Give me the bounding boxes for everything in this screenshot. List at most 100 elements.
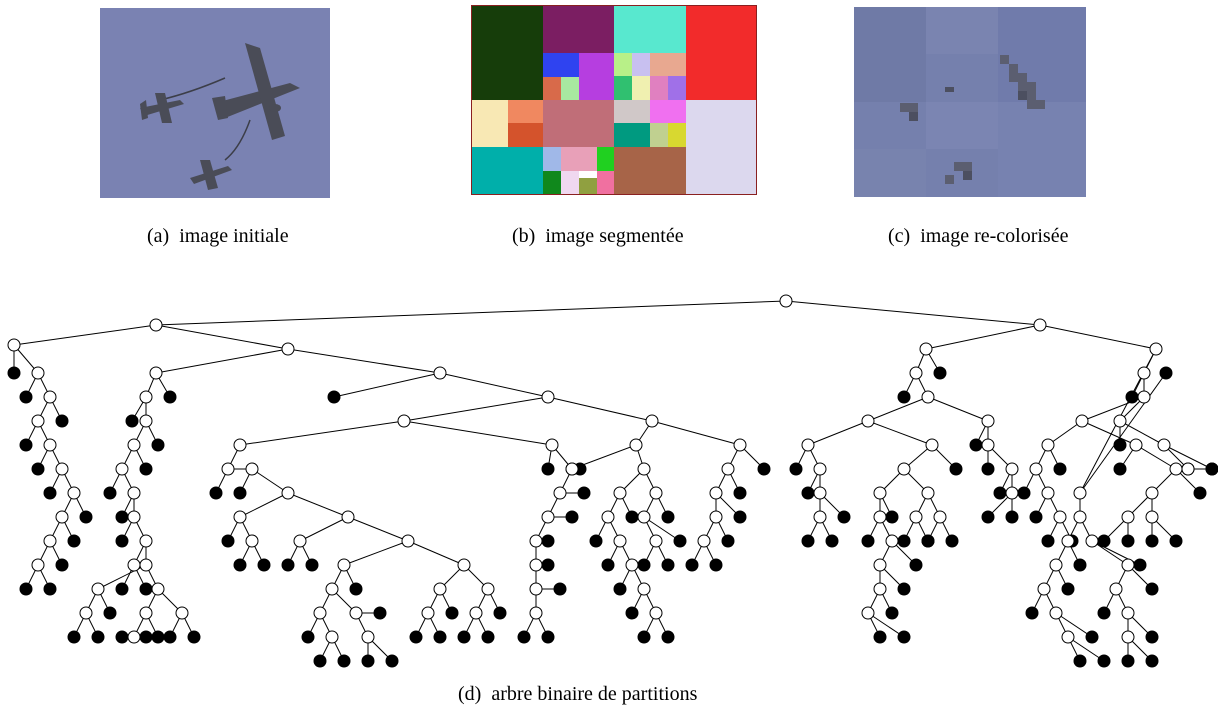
- leaf-node: [67, 534, 81, 548]
- tree-edge: [287, 492, 349, 518]
- tree-edge: [1039, 324, 1157, 350]
- leaf-node: [601, 558, 615, 572]
- internal-node: [1061, 534, 1075, 548]
- tree-edge: [867, 396, 929, 422]
- leaf-node: [115, 630, 129, 644]
- internal-node: [361, 630, 375, 644]
- internal-node: [981, 438, 995, 452]
- tree-edge: [299, 516, 349, 542]
- internal-node: [637, 582, 651, 596]
- tree-edge: [439, 372, 549, 398]
- leaf-node: [1145, 582, 1159, 596]
- leaf-node: [187, 630, 201, 644]
- leaf-node: [151, 630, 165, 644]
- leaf-node: [1133, 558, 1147, 572]
- internal-node: [313, 606, 327, 620]
- internal-node: [481, 582, 495, 596]
- internal-node: [1005, 486, 1019, 500]
- internal-node: [55, 510, 69, 524]
- leaf-node: [7, 366, 21, 380]
- leaf-node: [921, 534, 935, 548]
- leaf-node: [1029, 510, 1043, 524]
- tree-edge: [1163, 444, 1213, 470]
- internal-node: [139, 534, 153, 548]
- internal-node: [127, 438, 141, 452]
- leaf-node: [233, 486, 247, 500]
- internal-node: [1049, 558, 1063, 572]
- internal-node: [529, 582, 543, 596]
- internal-node: [469, 606, 483, 620]
- internal-node: [921, 390, 935, 404]
- leaf-node: [565, 510, 579, 524]
- leaf-node: [1053, 462, 1067, 476]
- internal-node: [325, 630, 339, 644]
- tree-edge: [927, 396, 989, 422]
- tree-nodes: [7, 294, 1218, 668]
- segment-small: [632, 76, 650, 100]
- recolor-block: [998, 7, 1086, 102]
- leaf-node: [1121, 654, 1135, 668]
- internal-node: [31, 558, 45, 572]
- leaf-node: [1145, 654, 1159, 668]
- internal-node: [873, 582, 887, 596]
- internal-node: [1005, 462, 1019, 476]
- leaf-node: [625, 510, 639, 524]
- fighter-aircraft-left: [140, 93, 184, 123]
- leaf-node: [43, 486, 57, 500]
- internal-node: [1033, 318, 1047, 332]
- recolor-block: [854, 7, 926, 102]
- tree-edge: [155, 300, 787, 326]
- leaf-node: [733, 486, 747, 500]
- leaf-node: [115, 582, 129, 596]
- internal-node: [1121, 606, 1135, 620]
- internal-node: [733, 438, 747, 452]
- leaf-node: [933, 366, 947, 380]
- leaf-node: [589, 534, 603, 548]
- leaf-node: [1073, 558, 1087, 572]
- segment-small: [614, 76, 632, 100]
- segment-rose: [543, 100, 614, 147]
- caption-initial-image: (a) image initiale: [147, 225, 289, 247]
- leaf-node: [139, 582, 153, 596]
- internal-node: [873, 558, 887, 572]
- leaf-node: [873, 630, 887, 644]
- internal-node: [175, 606, 189, 620]
- internal-node: [981, 414, 995, 428]
- internal-node: [1075, 414, 1089, 428]
- aircraft-photo: [100, 8, 330, 198]
- tree-edge: [1135, 444, 1177, 470]
- leaf-node: [885, 606, 899, 620]
- tree-edge: [403, 420, 553, 446]
- leaf-node: [993, 486, 1007, 500]
- segment-small: [597, 171, 614, 194]
- internal-node: [245, 462, 259, 476]
- internal-node: [221, 462, 235, 476]
- internal-node: [545, 438, 559, 452]
- leaf-node: [661, 510, 675, 524]
- tree-edge: [239, 492, 289, 518]
- internal-node: [637, 462, 651, 476]
- leaf-node: [1145, 534, 1159, 548]
- tree-edge: [547, 396, 653, 422]
- tree-edge: [333, 372, 441, 398]
- internal-node: [645, 414, 659, 428]
- tree-edge: [651, 420, 741, 446]
- tree-edge: [407, 540, 465, 566]
- leaf-node: [305, 558, 319, 572]
- tree-edge: [785, 300, 1041, 326]
- leaf-node: [349, 582, 363, 596]
- internal-node: [1053, 510, 1067, 524]
- tree-edge: [239, 420, 405, 446]
- internal-node: [43, 438, 57, 452]
- leaf-node: [541, 630, 555, 644]
- internal-node: [813, 486, 827, 500]
- leaf-node: [301, 630, 315, 644]
- internal-node: [401, 534, 415, 548]
- internal-node: [233, 438, 247, 452]
- leaf-node: [1113, 438, 1127, 452]
- internal-node: [433, 582, 447, 596]
- internal-node: [541, 510, 555, 524]
- leaf-node: [661, 630, 675, 644]
- recolor-block: [926, 102, 998, 149]
- segment-small: [650, 123, 668, 147]
